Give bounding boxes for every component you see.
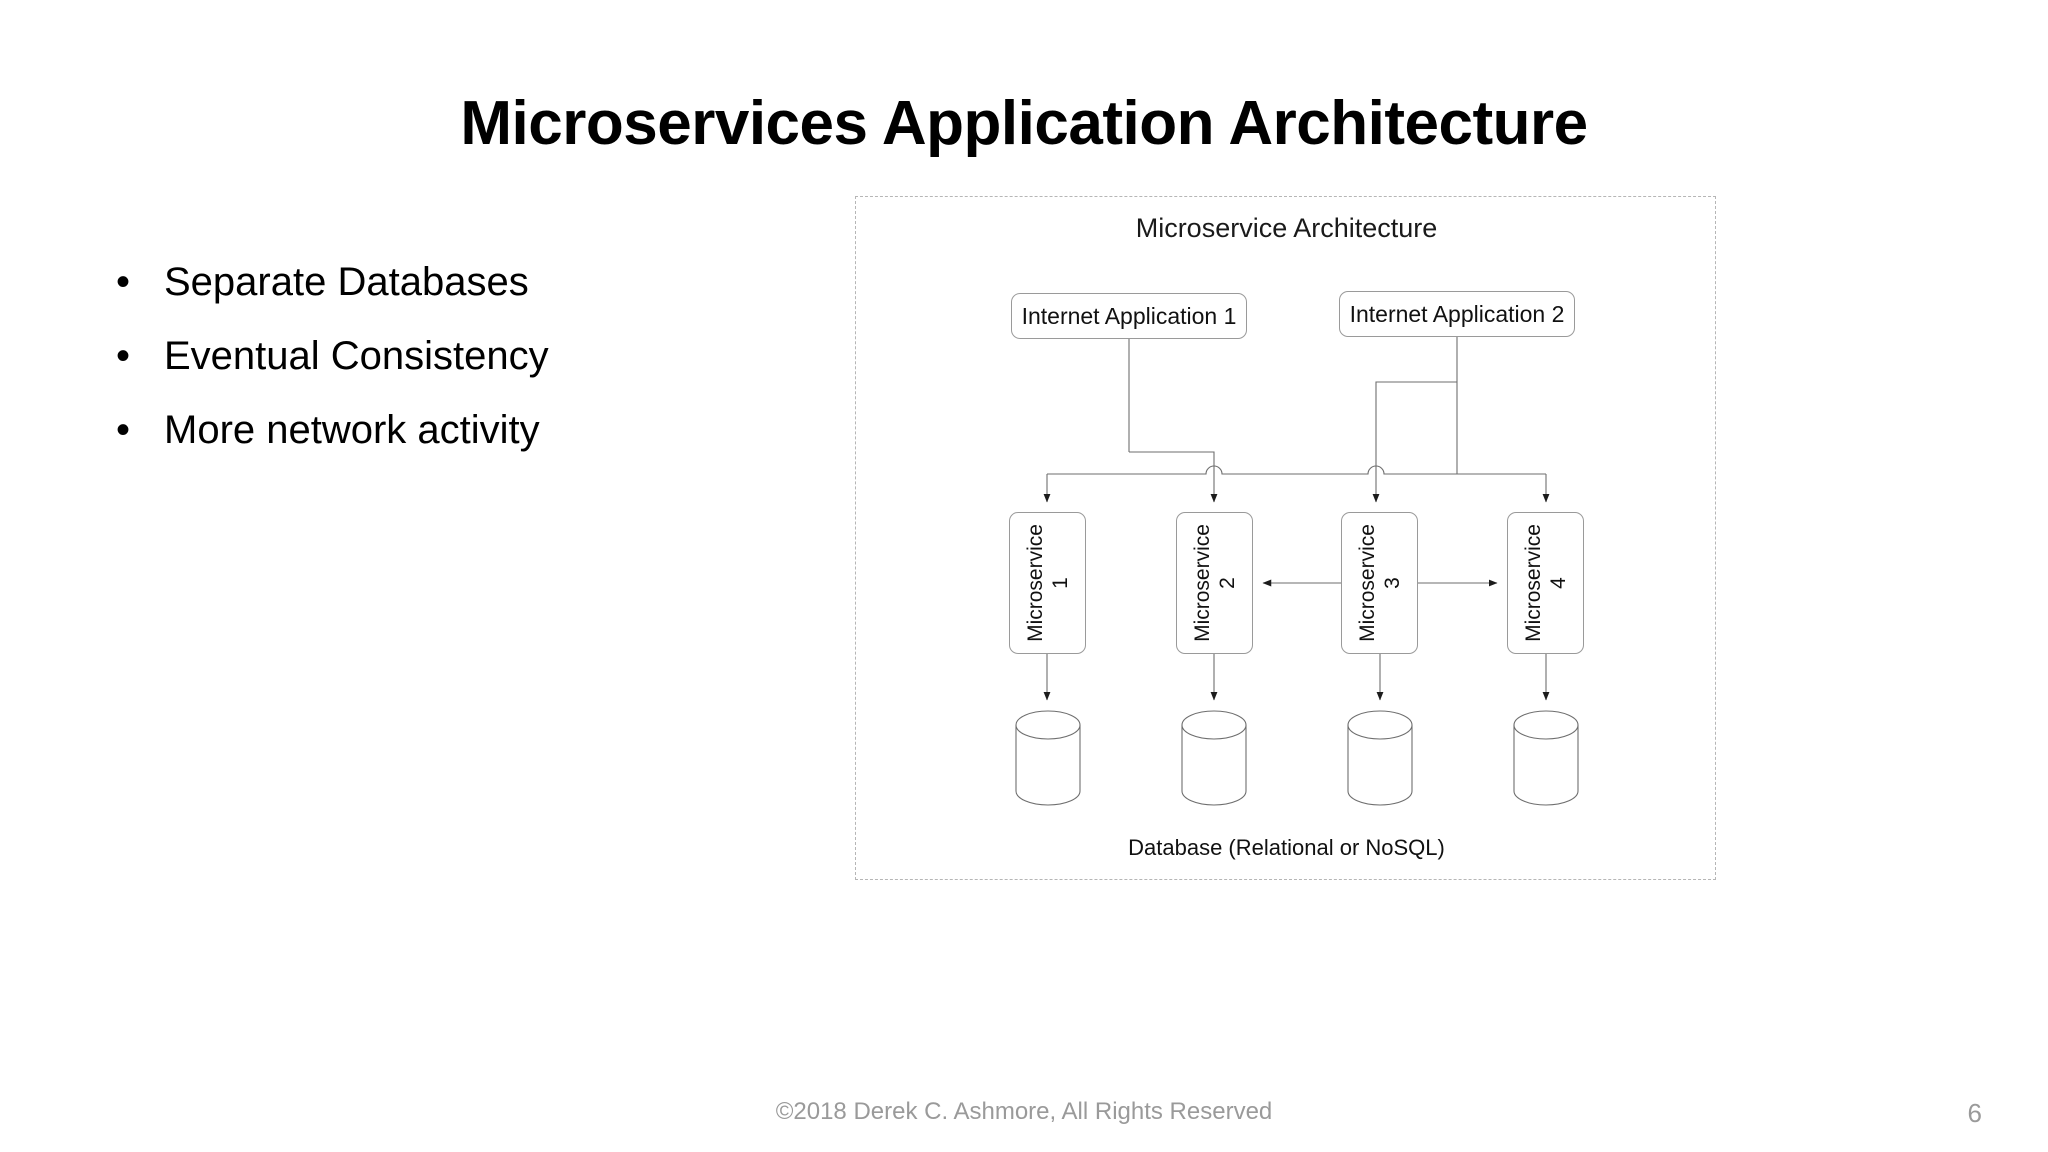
microservice-1-name: Microservice [1023, 524, 1047, 642]
list-item: • More network activity [112, 393, 812, 467]
bullet-marker-icon: • [116, 408, 131, 452]
database-cylinder-4[interactable] [1513, 710, 1579, 806]
copyright-footer: ©2018 Derek C. Ashmore, All Rights Reser… [775, 1098, 1273, 1125]
microservice-3-box[interactable]: Microservice 3 [1341, 512, 1418, 654]
microservice-4-number: 4 [1546, 577, 1570, 589]
connector-layer [1043, 337, 1550, 701]
microservice-1-box[interactable]: Microservice 1 [1009, 512, 1086, 654]
database-caption: Database (Relational or NoSQL) [1128, 835, 1445, 860]
microservice-3-label: Microservice 3 [1355, 524, 1405, 642]
bullet-text: More network activity [164, 408, 540, 452]
bullet-text: Eventual Consistency [164, 334, 549, 378]
database-cylinder-2[interactable] [1181, 710, 1247, 806]
database-cylinder-3[interactable] [1347, 710, 1413, 806]
microservice-2-number: 2 [1215, 577, 1239, 589]
bullet-marker-icon: • [116, 260, 131, 304]
bullet-marker-icon: • [116, 334, 131, 378]
diagram-title: Microservice Architecture [1135, 213, 1438, 243]
microservice-3-number: 3 [1380, 577, 1404, 589]
microservice-1-number: 1 [1048, 577, 1072, 589]
microservice-4-label: Microservice 4 [1521, 524, 1571, 642]
page-number: 6 [1967, 1098, 1982, 1128]
internet-application-1-label: Internet Application 1 [1021, 302, 1237, 329]
architecture-diagram: Microservice Architecture [855, 196, 1716, 880]
bullet-list: • Separate Databases • Eventual Consiste… [112, 245, 812, 467]
page-title: Microservices Application Architecture [460, 89, 1588, 158]
microservice-3-name: Microservice [1355, 524, 1379, 642]
list-item: • Separate Databases [112, 245, 812, 319]
internet-application-2-box[interactable]: Internet Application 2 [1339, 291, 1575, 337]
microservice-2-name: Microservice [1190, 524, 1214, 642]
microservice-2-box[interactable]: Microservice 2 [1176, 512, 1253, 654]
internet-application-1-box[interactable]: Internet Application 1 [1011, 293, 1247, 339]
bullet-text: Separate Databases [164, 260, 529, 304]
internet-application-2-label: Internet Application 2 [1349, 300, 1565, 327]
microservice-4-box[interactable]: Microservice 4 [1507, 512, 1584, 654]
database-cylinder-1[interactable] [1015, 710, 1081, 806]
microservice-1-label: Microservice 1 [1023, 524, 1073, 642]
list-item: • Eventual Consistency [112, 319, 812, 393]
microservice-4-name: Microservice [1521, 524, 1545, 642]
microservice-2-label: Microservice 2 [1190, 524, 1240, 642]
